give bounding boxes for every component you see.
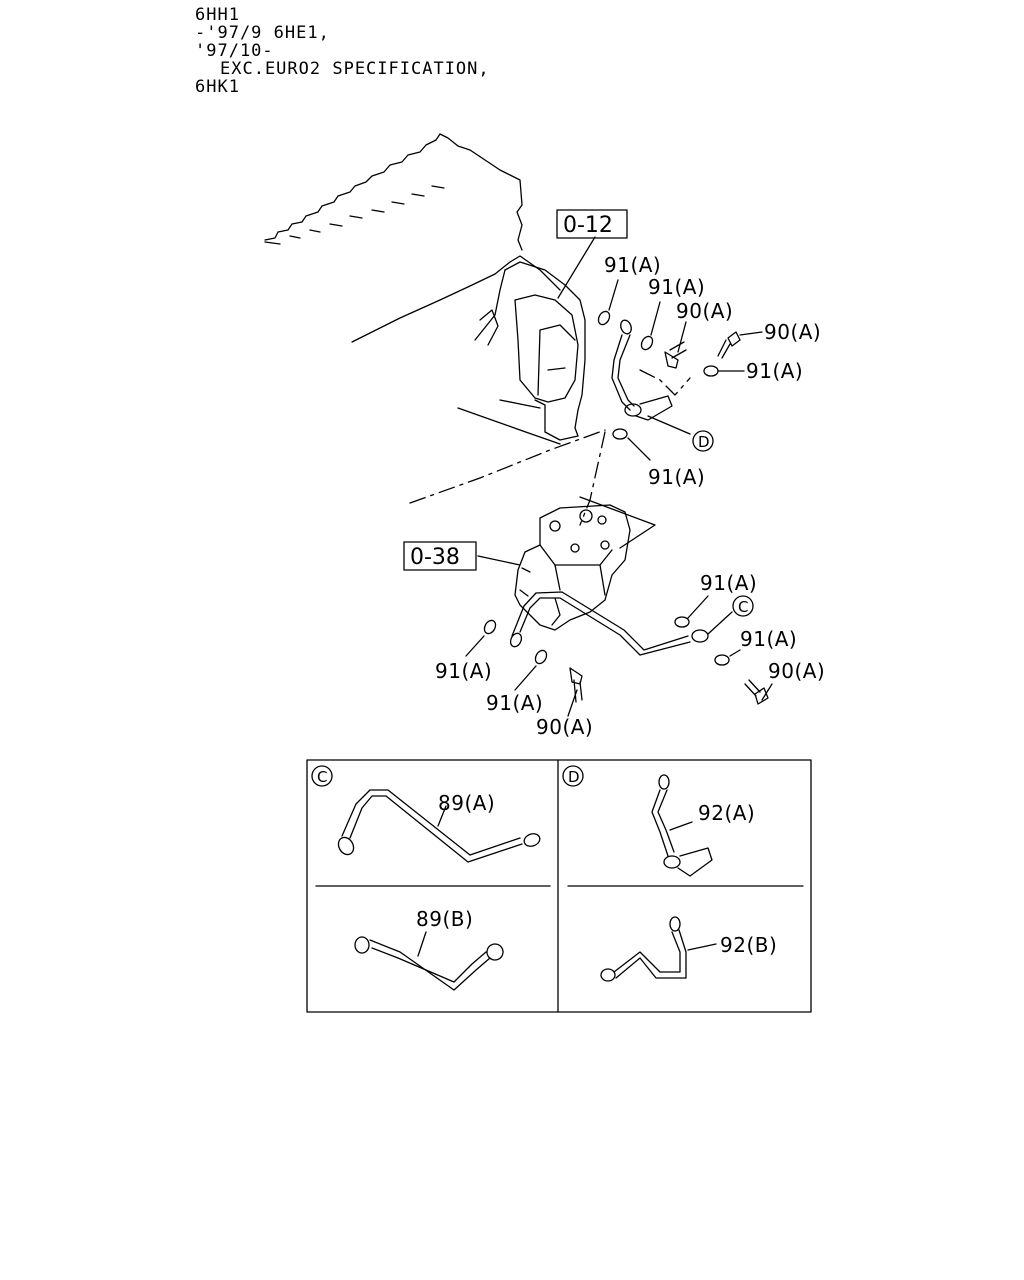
pipe-92b-drawing — [600, 916, 717, 982]
callout-91a-7: 91(A) — [435, 659, 492, 683]
ref-plane-line — [457, 407, 561, 445]
centerlines — [409, 369, 691, 526]
washer-91a-1 — [597, 310, 611, 326]
washer-91a-8 — [714, 654, 730, 666]
callout-91a-3: 91(A) — [746, 359, 803, 383]
callout-leaders — [465, 279, 773, 717]
ref-box-upper — [556, 209, 628, 239]
ref-upper-leader — [557, 236, 596, 299]
callout-90a-1: 90(A) — [676, 299, 733, 323]
part-label-89b: 89(B) — [416, 907, 473, 931]
pipe-89b-drawing — [354, 931, 504, 991]
part-label-89a: 89(A) — [438, 791, 495, 815]
callout-90a-3: 90(A) — [768, 659, 825, 683]
washer-91a-6 — [483, 619, 497, 635]
callout-91a-8: 91(A) — [486, 691, 543, 715]
marker-c-circle — [732, 595, 754, 617]
callout-91a-6: 91(A) — [740, 627, 797, 651]
panel-c-letter: C — [317, 768, 327, 786]
ref-label-lower: 0-38 — [410, 545, 460, 570]
injection-pump — [514, 504, 631, 631]
washer-91a-3 — [703, 365, 719, 377]
washer-91a-2 — [640, 335, 654, 351]
pipe-c-assembly — [509, 591, 709, 656]
engine-block-outline — [264, 133, 561, 346]
bolt-90a-2 — [717, 331, 741, 359]
washers — [483, 310, 730, 666]
pipe-92a-drawing — [651, 774, 713, 877]
bolt-90a-1 — [664, 341, 687, 369]
marker-d-letter: D — [698, 433, 710, 451]
callout-91a-2: 91(A) — [648, 275, 705, 299]
washer-91a-4 — [612, 428, 628, 440]
callout-90a-4: 90(A) — [536, 715, 593, 739]
gear-case — [499, 261, 586, 441]
callout-91a-4: 91(A) — [648, 465, 705, 489]
callout-91a-1: 91(A) — [604, 253, 661, 277]
model-line-4: EXC.EURO2 SPECIFICATION, — [220, 59, 490, 79]
ref-box-lower — [403, 541, 477, 571]
bolts — [569, 331, 769, 705]
marker-d-circle — [692, 430, 714, 452]
model-line-5: 6HK1 — [195, 77, 240, 97]
ref-plane-line-2 — [579, 496, 656, 549]
marker-c-letter: C — [738, 598, 748, 616]
washer-91a-5 — [674, 616, 690, 628]
model-line-2: -'97/9 6HE1, — [195, 23, 330, 43]
bolt-90a-4 — [744, 679, 769, 705]
part-label-92b: 92(B) — [720, 933, 777, 957]
washer-91a-7 — [534, 649, 548, 665]
pipe-89a-drawing — [337, 789, 541, 863]
detail-frame — [306, 759, 812, 1013]
callout-90a-2: 90(A) — [764, 320, 821, 344]
callout-91a-5: 91(A) — [700, 571, 757, 595]
pipe-d-assembly — [611, 319, 673, 421]
part-label-92a: 92(A) — [698, 801, 755, 825]
bolt-90a-3 — [569, 667, 583, 703]
ref-label-upper: 0-12 — [563, 213, 613, 238]
model-line-3: '97/10- — [195, 41, 274, 61]
model-line-1: 6HH1 — [195, 5, 240, 25]
panel-d-letter: D — [568, 768, 580, 786]
